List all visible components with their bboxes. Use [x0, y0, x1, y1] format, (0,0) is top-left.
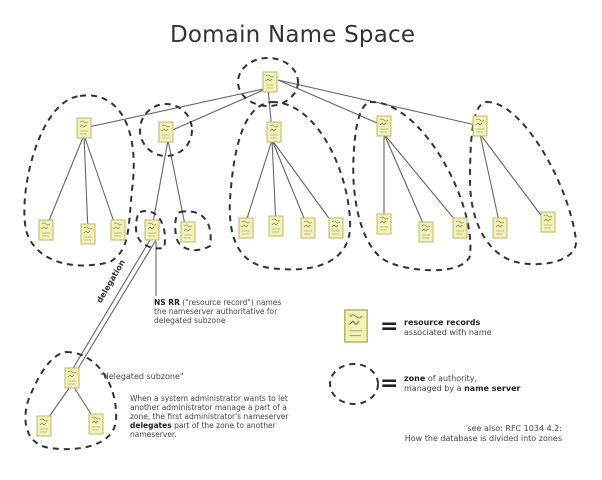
tree-edges — [43, 79, 547, 425]
delegation-explain-pre: When a system administrator wants to let… — [130, 394, 289, 421]
see-also-note: see also: RFC 1034 4.2: How the database… — [405, 424, 562, 444]
legend-zone-bold: zone — [404, 374, 426, 383]
legend-zone-text2: managed by a — [404, 384, 465, 393]
legend-rr-label: resource records associated with name — [404, 318, 492, 338]
legend-equals-1: = — [380, 314, 399, 339]
legend-rr-bold: resource records — [404, 318, 481, 327]
ns-rr-text: ("resource record") names the nameserver… — [154, 298, 282, 325]
legend-zone-text1: of authority, — [425, 374, 478, 383]
legend-rr-icon — [343, 309, 369, 343]
see-also-line1: see also: RFC 1034 4.2: — [467, 424, 562, 433]
delegation-explain-post: part of the zone to another nameserver. — [130, 421, 276, 439]
ns-rr-note: NS RR ("resource record") names the name… — [154, 298, 284, 325]
zone-boundaries — [23, 57, 578, 451]
delegation-explain-bold: delegates — [130, 421, 172, 430]
legend-equals-2: = — [380, 371, 399, 396]
see-also-line2: How the database is divided into zones — [404, 434, 562, 443]
legend-rr-text: associated with name — [404, 328, 492, 337]
delegation-explanation: When a system administrator wants to let… — [130, 394, 290, 439]
ns-rr-bold: NS RR — [154, 298, 180, 307]
legend-zone-label: zone of authority, managed by a name ser… — [404, 374, 520, 394]
root-node — [262, 71, 278, 93]
diagram-title: Domain Name Space — [170, 22, 416, 48]
delegated-subzone-label: "delegated subzone" — [100, 372, 184, 381]
legend-zone-bold2: name server — [464, 384, 521, 393]
